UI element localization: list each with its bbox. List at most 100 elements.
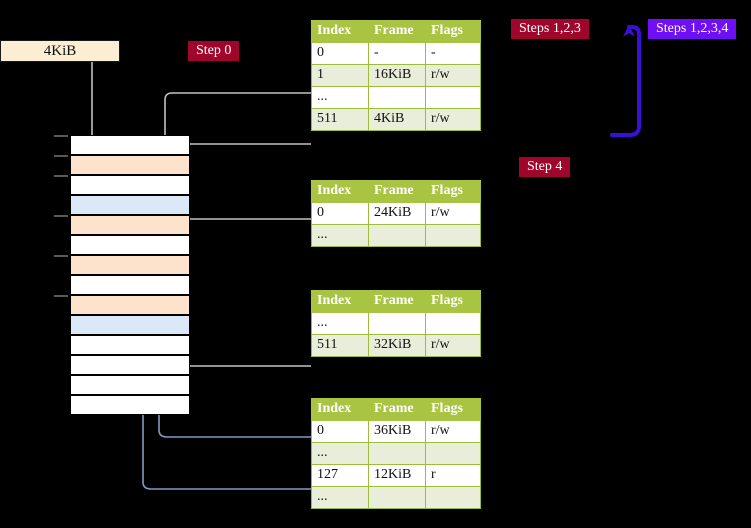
column-header-flags: Flags (425, 20, 481, 43)
memory-frame-row (70, 215, 190, 235)
badge-step-4-label: Step 4 (527, 159, 563, 174)
cell-frame: 12KiB (368, 464, 426, 487)
table-header-row: Index Frame Flags (311, 398, 481, 421)
badge-step-0: Step 0 (188, 41, 240, 62)
cell-index: ... (311, 86, 369, 109)
badge-step-4: Step 4 (519, 157, 571, 178)
cell-flags: r/w (425, 64, 481, 87)
cell-flags: - (425, 42, 481, 65)
cell-flags: r/w (425, 202, 481, 225)
cell-index: ... (311, 224, 369, 247)
memory-frame-row (70, 235, 190, 255)
column-header-index: Index (311, 20, 369, 43)
cell-index: 0 (311, 420, 369, 443)
memory-frame-row (70, 335, 190, 355)
cell-frame: 4KiB (368, 108, 426, 131)
cell-flags (425, 312, 481, 335)
badge-step-0-label: Step 0 (196, 43, 232, 58)
cell-frame (368, 224, 426, 247)
table-row: ... (311, 86, 481, 109)
column-header-flags: Flags (425, 180, 481, 203)
table-row: ... (311, 486, 481, 509)
column-header-frame: Frame (368, 290, 426, 313)
memory-frame-row (70, 255, 190, 275)
memory-frame-row (70, 375, 190, 395)
memory-address-tick (54, 295, 68, 297)
memory-frame-row (70, 275, 190, 295)
cell-index: ... (311, 312, 369, 335)
table-header-row: Index Frame Flags (311, 180, 481, 203)
badge-steps-1-2-3-label: Steps 1,2,3 (519, 21, 581, 36)
memory-frame-row (70, 355, 190, 375)
cell-index: 511 (311, 108, 369, 131)
memory-address-tick (54, 215, 68, 217)
physical-memory-column (54, 135, 190, 415)
column-header-frame: Frame (368, 398, 426, 421)
cell-frame (368, 442, 426, 465)
column-header-index: Index (311, 180, 369, 203)
cell-frame: 36KiB (368, 420, 426, 443)
memory-address-tick (54, 175, 68, 177)
badge-steps-1-2-3-4: Steps 1,2,3,4 (648, 19, 737, 40)
cell-flags: r/w (425, 334, 481, 357)
cell-flags (425, 86, 481, 109)
memory-address-tick (54, 255, 68, 257)
cell-frame: 24KiB (368, 202, 426, 225)
cell-index: ... (311, 486, 369, 509)
wire-l2-32kib-to-frame (173, 318, 311, 367)
badge-steps-1-2-3-4-label: Steps 1,2,3,4 (656, 21, 729, 36)
cell-index: 0 (311, 42, 369, 65)
wire-l3-24kib-to-frame (177, 218, 311, 260)
memory-frame-row (70, 295, 190, 315)
memory-address-tick (54, 155, 68, 157)
column-header-index: Index (311, 290, 369, 313)
cell-flags: r/w (425, 420, 481, 443)
memory-frame-row (70, 315, 190, 335)
memory-frame-row (70, 395, 190, 415)
cell-frame (368, 312, 426, 335)
memory-frame-row (70, 195, 190, 215)
table-header-row: Index Frame Flags (311, 290, 481, 313)
cell-index: 127 (311, 464, 369, 487)
memory-address-tick (54, 135, 68, 137)
cell-flags (425, 486, 481, 509)
cell-index: 0 (311, 202, 369, 225)
cell-flags: r (425, 464, 481, 487)
table-row: ... (311, 224, 481, 247)
table-header-row: Index Frame Flags (311, 20, 481, 43)
table-row: ... (311, 312, 481, 335)
column-header-frame: Frame (368, 20, 426, 43)
cell-flags (425, 442, 481, 465)
cell-frame (368, 486, 426, 509)
memory-frame-row (70, 135, 190, 155)
memory-frame-row (70, 175, 190, 195)
column-header-frame: Frame (368, 180, 426, 203)
frame-size-box: 4KiB (0, 40, 120, 62)
frame-size-label: 4KiB (43, 42, 77, 59)
cell-flags: r/w (425, 108, 481, 131)
table-row: ... (311, 442, 481, 465)
cell-frame: 32KiB (368, 334, 426, 357)
table-row: 0-- (311, 42, 481, 65)
badge-steps-1-2-3: Steps 1,2,3 (511, 19, 589, 40)
cell-index: ... (311, 442, 369, 465)
column-header-flags: Flags (425, 290, 481, 313)
memory-frame-row (70, 155, 190, 175)
cell-index: 1 (311, 64, 369, 87)
cell-frame: - (368, 42, 426, 65)
cell-frame: 16KiB (368, 64, 426, 87)
column-header-index: Index (311, 398, 369, 421)
wire-steps-1234-bracket (610, 25, 641, 137)
cell-frame (368, 86, 426, 109)
wire-frame-to-l4-entry (177, 143, 311, 167)
column-header-flags: Flags (425, 398, 481, 421)
cell-index: 511 (311, 334, 369, 357)
